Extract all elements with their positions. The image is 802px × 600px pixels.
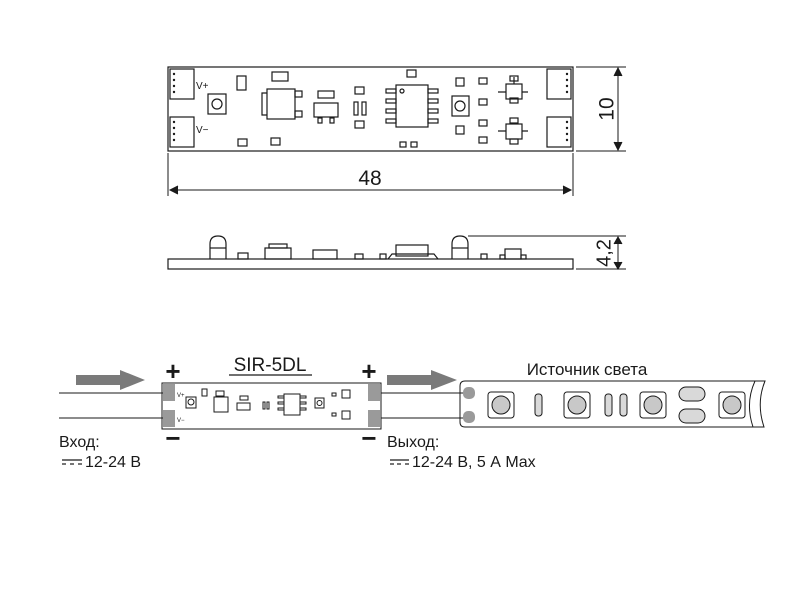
connector-pad-v-minus	[169, 116, 195, 148]
led-strip	[459, 380, 766, 428]
connector-pins-left	[172, 72, 176, 142]
sot-component	[313, 102, 339, 118]
dimension-length-label: 48	[358, 167, 381, 190]
connector-pad-v-plus	[169, 68, 195, 100]
resistor-3	[619, 393, 628, 417]
minus-out-mark: −	[361, 423, 376, 453]
mosfet-bottom	[505, 123, 523, 140]
dimension-width	[576, 66, 626, 152]
mini-pin-label-v-plus: V+	[177, 393, 185, 399]
connector-pad-out-top	[546, 68, 572, 100]
resistor-2	[604, 393, 613, 417]
dimension-length	[167, 153, 574, 196]
module-title: SIR-5DL	[234, 355, 307, 376]
resistor-1	[534, 393, 543, 417]
dimension-height-label: 4,2	[593, 239, 615, 267]
input-wires	[59, 392, 163, 419]
dc-symbol-output-icon	[390, 459, 409, 465]
cap-bottom	[678, 408, 706, 424]
pcb-side-view	[167, 235, 574, 270]
mini-pad-out-top	[368, 384, 380, 401]
strip-pad-bottom	[463, 411, 475, 423]
sensor-left	[207, 93, 227, 115]
mini-pad-in-bottom	[163, 410, 175, 427]
mini-pad-in-top	[163, 384, 175, 401]
pcb-outline	[167, 66, 574, 152]
light-source-label: Источник света	[527, 360, 648, 379]
regulator	[266, 88, 296, 120]
mini-pcb	[161, 382, 382, 430]
connector-pins-right	[565, 72, 569, 142]
mini-pin-label-v-minus: V−	[177, 418, 185, 424]
pcb-top-view	[167, 66, 574, 152]
dimension-height	[468, 235, 626, 271]
led-3	[639, 391, 667, 419]
side-board	[167, 258, 574, 270]
input-arrow	[76, 370, 145, 390]
led-1	[487, 391, 515, 419]
ic-chip	[395, 84, 429, 128]
plus-in-mark: +	[165, 356, 180, 386]
input-label: Вход:	[59, 434, 100, 451]
cap-top	[678, 386, 706, 402]
output-label: Выход:	[387, 434, 439, 451]
connector-pad-out-bottom	[546, 116, 572, 148]
led-4	[718, 391, 746, 419]
mini-pad-out-bottom	[368, 410, 380, 427]
dimension-width-label: 10	[596, 97, 619, 120]
pin-label-v-minus: V−	[196, 125, 209, 136]
strip-pad-top	[463, 387, 475, 399]
mosfet-top	[505, 83, 523, 100]
output-arrow	[387, 370, 457, 390]
output-value: 12-24 В, 5 А Max	[412, 454, 536, 471]
input-value: 12-24 В	[85, 454, 141, 471]
plus-out-mark: +	[361, 356, 376, 386]
led-2	[563, 391, 591, 419]
output-wires	[381, 392, 470, 419]
minus-in-mark: −	[165, 423, 180, 453]
pin-label-v-plus: V+	[196, 81, 209, 92]
dc-symbol-input-icon	[62, 459, 82, 465]
sensor-right	[451, 95, 470, 117]
